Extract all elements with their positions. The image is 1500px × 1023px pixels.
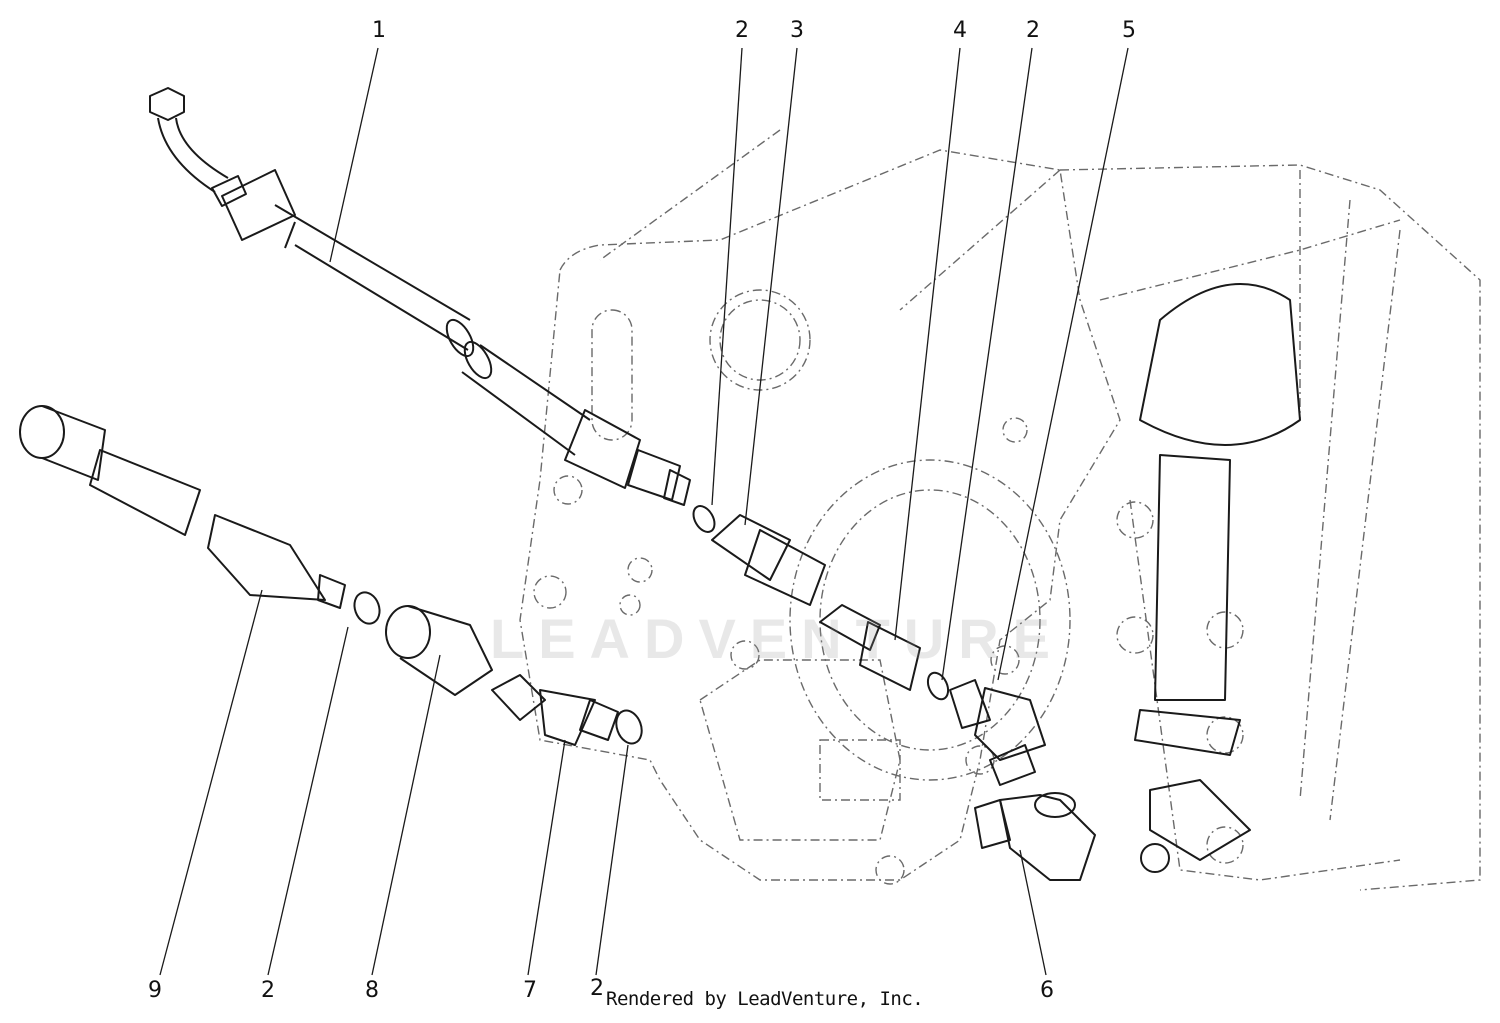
fitting-parts [19, 87, 1301, 881]
callout-9: 9 [148, 978, 162, 1003]
callout-7: 7 [523, 978, 537, 1003]
o-ring-d [926, 671, 950, 701]
callout-2-top-a: 2 [735, 18, 749, 43]
pump-housing-phantom [519, 129, 1481, 891]
o-ring-b [353, 591, 381, 625]
leader-lines [159, 47, 1129, 976]
callout-6: 6 [1040, 978, 1054, 1003]
filter-assembly [1134, 283, 1301, 873]
callout-3: 3 [790, 18, 804, 43]
elbow-5 [949, 679, 1046, 786]
elbow-7 [491, 674, 619, 746]
o-ring-c [615, 709, 643, 745]
watermark-logo: LEADVENTURE [490, 607, 1065, 670]
coupler-8 [385, 605, 493, 696]
hose-assembly [149, 87, 691, 506]
rendered-by-credit: Rendered by LeadVenture, Inc. [606, 988, 924, 1010]
callout-2-bottom-a: 2 [261, 978, 275, 1003]
nipple-4 [819, 604, 921, 691]
elbow-6 [974, 792, 1096, 881]
callout-5: 5 [1122, 18, 1136, 43]
callout-4: 4 [953, 18, 967, 43]
o-ring-a [692, 505, 716, 533]
callout-1: 1 [372, 18, 386, 43]
callout-2-top-b: 2 [1026, 18, 1040, 43]
callout-8: 8 [365, 978, 379, 1003]
coupler-9 [19, 405, 346, 609]
callout-2-bottom-b: 2 [590, 976, 604, 1001]
coupler-3 [711, 514, 826, 606]
